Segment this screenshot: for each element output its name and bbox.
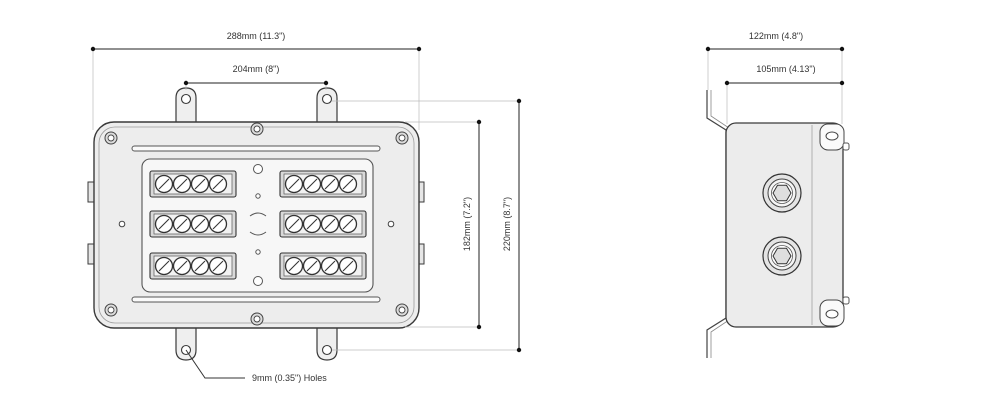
overall-depth-label: 122mm (4.8"): [749, 31, 803, 41]
side-view: 122mm (4.8") 105mm (4.13"): [705, 31, 850, 358]
terminal-block: [279, 170, 367, 198]
terminal-block: [149, 170, 237, 198]
mounting-hole-icon: [180, 93, 333, 356]
terminal-block: [279, 252, 367, 280]
hole-spacing-label: 204mm (8"): [233, 64, 280, 74]
overall-height-label: 220mm (8.7"): [502, 197, 512, 251]
terminal-block: [149, 210, 237, 238]
terminal-block: [149, 252, 237, 280]
mounting-tabs: [175, 87, 338, 361]
dimension-endpoints: [90, 46, 522, 353]
side-body: [725, 122, 844, 328]
lid-lug-icon: [819, 123, 845, 327]
mounting-bracket: [706, 90, 727, 358]
side-dimension-lines: [707, 48, 843, 124]
body-depth-label: 105mm (4.13"): [756, 64, 815, 74]
bottom-rail: [131, 296, 381, 303]
dimension-lines: [92, 48, 520, 379]
hole-callout-label: 9mm (0.35") Holes: [252, 373, 327, 383]
terminal-block: [279, 210, 367, 238]
cable-gland-icon: [762, 236, 802, 276]
overall-width-label: 288mm (11.3"): [227, 31, 286, 41]
center-features: [249, 164, 267, 286]
body-height-label: 182mm (7.2"): [462, 197, 472, 251]
cable-gland-icon: [762, 173, 802, 213]
front-view: 288mm (11.3") 204mm (8") 182mm (7.2") 22…: [87, 31, 522, 383]
side-dimension-endpoints: [705, 46, 845, 86]
top-rail: [131, 145, 381, 152]
